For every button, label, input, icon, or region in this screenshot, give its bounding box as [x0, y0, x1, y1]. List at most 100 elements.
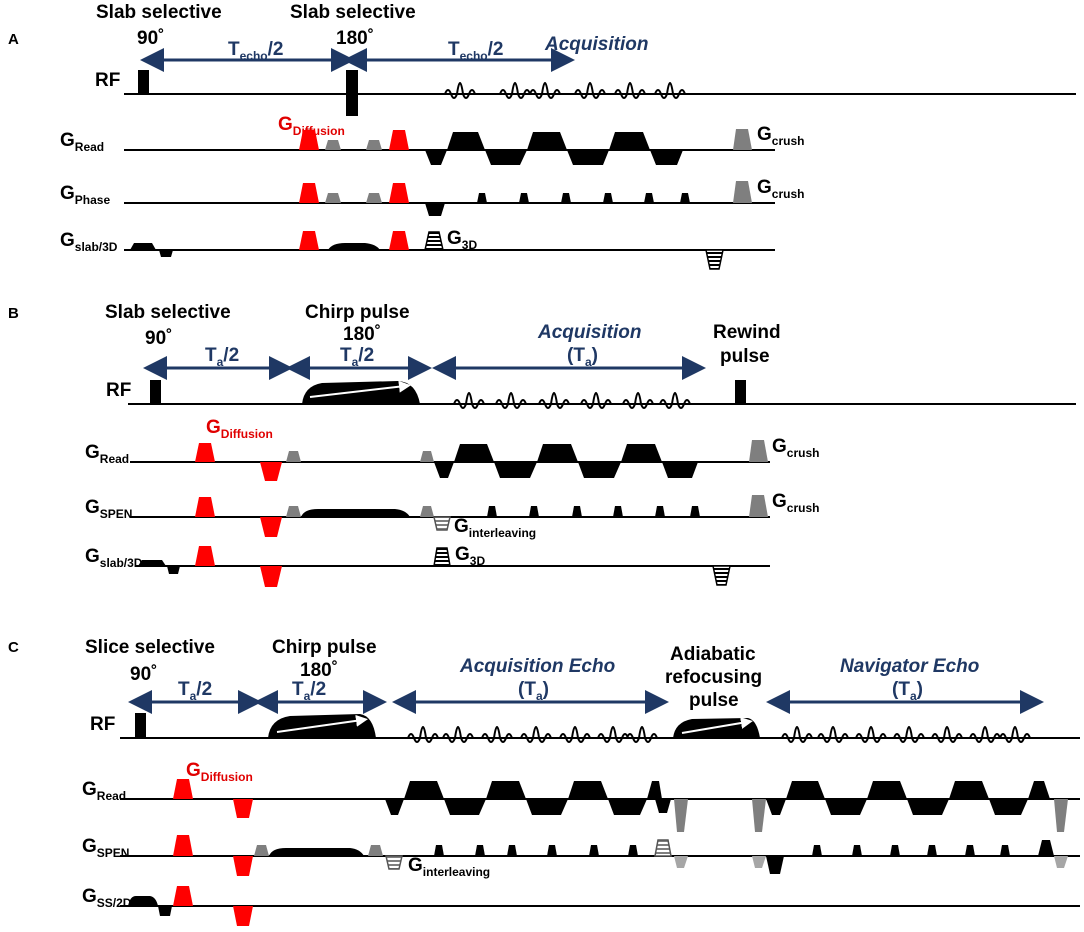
flip-90-label: 90˚	[130, 664, 157, 685]
navigator-echoes	[781, 726, 1031, 743]
crusher-gradient	[368, 845, 383, 856]
ta-half-label: Ta/2	[205, 345, 239, 369]
readout-gradient	[568, 781, 608, 799]
spen-blip	[572, 506, 582, 517]
panel-a: A Slab selective 90˚ Slab selective 180˚…	[8, 2, 1076, 270]
navigator-blip	[927, 845, 937, 856]
spen-blip	[529, 506, 539, 517]
flip-90-label: 90˚	[137, 28, 164, 49]
rf-90-pulse	[150, 380, 161, 404]
navigator-blip	[890, 845, 900, 856]
crusher-gradient	[1054, 856, 1068, 868]
flip-180-label: 180˚	[336, 28, 374, 49]
phase-blip	[680, 193, 690, 203]
crusher-gradient	[366, 140, 382, 150]
g-interleaving-label: Ginterleaving	[408, 855, 490, 879]
slice-select-gradient	[128, 896, 158, 906]
slice-rephase-gradient	[158, 906, 172, 916]
g3d-phase-encode	[424, 231, 444, 251]
rf-90-pulse	[135, 713, 146, 738]
crusher-gradient	[674, 856, 688, 868]
crusher-gradient	[752, 856, 766, 868]
slab-rephase-gradient	[159, 250, 173, 257]
slab-select-gradient	[138, 560, 166, 566]
diffusion-gradient	[195, 497, 215, 517]
readout-gradient	[662, 462, 698, 478]
ta-half-label: Ta/2	[178, 679, 212, 703]
readout-gradient	[485, 150, 527, 165]
phase-blip	[644, 193, 654, 203]
spen-blip	[613, 506, 623, 517]
diffusion-gradient	[299, 231, 319, 250]
chirp-pulse-label: Chirp pulse	[272, 637, 377, 658]
navigator-blip	[1038, 840, 1054, 856]
readout-gradient	[608, 799, 647, 815]
navigator-prewinder	[766, 856, 784, 874]
readout-gradient	[447, 132, 485, 150]
diffusion-gradient	[389, 183, 409, 203]
slab-rephase-gradient	[167, 566, 180, 574]
readout-gradient	[609, 132, 650, 150]
crusher-gradient	[286, 451, 301, 462]
crusher-gradient	[1054, 799, 1068, 832]
spen-blip	[507, 845, 517, 856]
diffusion-gradient	[173, 835, 193, 856]
slab-selective-90-label: Slab selective	[105, 302, 231, 323]
g-crush-label: Gcrush	[772, 491, 819, 515]
readout-gradient	[621, 444, 662, 462]
interleaving-gradient	[385, 855, 403, 870]
readout-gradient	[567, 150, 609, 165]
diffusion-gradient	[195, 546, 215, 566]
diffusion-gradient-negative	[260, 566, 282, 587]
diffusion-gradient	[389, 231, 409, 250]
ta-half-label: Ta/2	[340, 345, 374, 369]
crusher-gradient	[733, 129, 752, 150]
readout-gradient	[650, 150, 683, 165]
readout-gradient	[527, 132, 567, 150]
diffusion-gradient-negative	[260, 462, 282, 481]
acquisition-label: Acquisition	[544, 34, 648, 55]
crusher-gradient	[325, 140, 341, 150]
flip-90-label: 90˚	[145, 328, 172, 349]
readout-gradient	[537, 444, 578, 462]
techo-half-label: Techo/2	[228, 39, 283, 63]
spen-encoding-gradient	[301, 509, 410, 517]
rewind-pulse	[735, 380, 746, 404]
acquisition-ta-label: (Ta)	[567, 345, 598, 369]
crusher-gradient	[733, 181, 752, 203]
slab-selective-90-label: Slab selective	[96, 2, 222, 23]
g-crush-label: Gcrush	[757, 124, 804, 148]
navigator-echo-label: Navigator Echo	[840, 656, 979, 677]
g-crush-label: Gcrush	[757, 177, 804, 201]
readout-gradient	[425, 150, 447, 165]
readout-gradient	[655, 799, 671, 813]
acquisition-echoes	[407, 726, 658, 743]
phase-prewinder	[425, 203, 445, 216]
navigator-blip	[965, 845, 975, 856]
rf-channel-label: RF	[106, 380, 131, 401]
interleaving-gradient	[433, 516, 451, 531]
readout-gradient	[434, 462, 454, 478]
g3d-phase-encode	[433, 547, 451, 567]
spen-blip	[655, 506, 665, 517]
chirp-sweep-arrow	[276, 714, 368, 733]
panel-b: B Slab selective 90˚ Chirp pulse 180˚ Ta…	[8, 302, 1076, 587]
crusher-gradient	[420, 451, 434, 462]
readout-gradient	[494, 462, 537, 478]
chirp-sweep-arrow	[309, 380, 411, 398]
diffusion-gradient	[173, 886, 193, 906]
g-crush-label: Gcrush	[772, 436, 819, 460]
readout-gradient	[404, 781, 444, 799]
panel-c: C Slice selective 90˚ Chirp pulse 180˚ T…	[8, 637, 1080, 926]
g-phase-label: GPhase	[60, 183, 110, 207]
crusher-gradient	[674, 799, 688, 832]
acquisition-label: Acquisition	[537, 322, 641, 343]
navigator-blip	[852, 845, 862, 856]
slab-180-gradient	[328, 243, 380, 250]
rf-channel-label: RF	[90, 714, 115, 735]
g-3d-label: G3D	[447, 228, 477, 252]
diffusion-gradient	[389, 130, 409, 150]
g-slab-3d-label: Gslab/3D	[60, 230, 118, 254]
crusher-gradient	[254, 845, 269, 856]
